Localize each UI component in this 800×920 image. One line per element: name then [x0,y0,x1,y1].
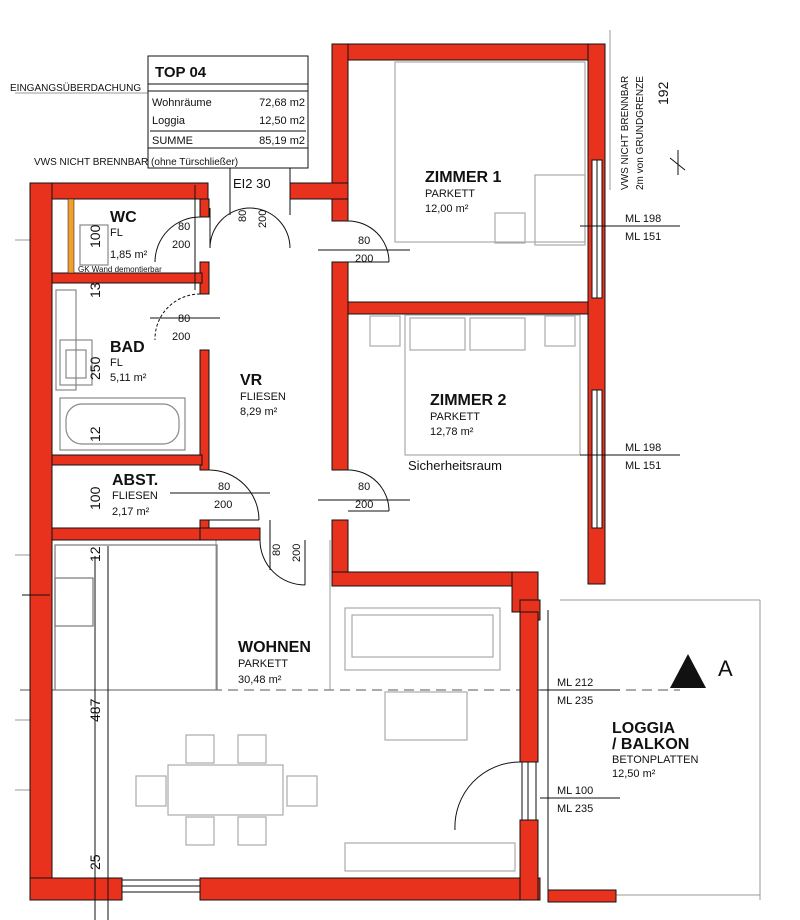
dim-left: 100 [87,224,103,248]
room-zimmer-1: ZIMMER 1 PARKETT 12,00 m² [425,169,502,215]
gk-wall [67,198,75,274]
unit-table-row-label: SUMME [152,135,193,147]
room-name: WOHNEN [238,639,311,656]
dim-left: 487 [87,698,103,722]
room-floor: FLIESEN [112,490,158,502]
unit-table: TOP 04 Wohnräume 72,68 m2 Loggia 12,50 m… [147,55,309,169]
section-marker-label: A [718,656,733,681]
level-label: ML 198 [625,442,661,454]
room-name-2: / BALKON [612,736,689,753]
level-label: ML 151 [625,460,661,472]
room-floor: PARKETT [238,658,288,670]
door-height: 200 [172,239,190,251]
unit-table-row-value: 12,50 m2 [259,115,305,127]
room-area: 5,11 m² [110,372,147,384]
unit-table-row-value: 85,19 m2 [259,135,305,147]
room-wohnen: WOHNEN PARKETT 30,48 m² [238,639,311,686]
door-height: 200 [291,544,303,562]
canopy-note: EINGANGSÜBERDACHUNG [10,82,141,94]
door-width: 80 [237,210,249,222]
unit-table-row-label: Loggia [152,115,186,127]
door-width: 80 [178,313,190,325]
room-floor: FL [110,227,123,239]
door-height: 200 [355,499,373,511]
door-width: 80 [271,544,283,556]
room-loggia: LOGGIA / BALKON BETONPLATTEN 12,50 m² [612,720,698,780]
door-height: 200 [257,210,269,228]
windows [121,159,603,893]
detail-lines [22,150,686,920]
room-area: 12,50 m² [612,768,656,780]
room-note: GK Wand demontierbar [78,265,162,274]
room-floor: PARKETT [425,188,475,200]
room-name: LOGGIA [612,720,676,737]
section-marker-icon [670,654,706,688]
room-note: Sicherheitsraum [408,458,502,473]
level-label: ML 100 [557,785,593,797]
dim-left: 12 [87,546,103,562]
door-width: 80 [358,481,370,493]
room-abst: ABST. FLIESEN 2,17 m² [112,472,158,518]
dim-left: 13 [87,282,103,298]
dim-left: 12 [87,426,103,442]
door-height: 200 [355,253,373,265]
door-height: 200 [214,499,232,511]
room-floor: FLIESEN [240,391,286,403]
entrance-door-rating: EI2 30 [233,176,271,191]
door-height: 200 [172,331,190,343]
room-bad: BAD FL 5,11 m² [110,339,147,384]
room-area: 30,48 m² [238,674,282,686]
room-floor: PARKETT [430,411,480,423]
dim-left: 250 [87,356,103,380]
room-name: WC [110,209,137,226]
room-area: 12,00 m² [425,203,469,215]
doors [154,207,521,831]
unit-table-row-value: 72,68 m2 [259,97,305,109]
door-width: 80 [358,235,370,247]
room-area: 2,17 m² [112,506,150,518]
vws-right-note: VWS NICHT BRENNBAR [620,76,631,190]
room-vr: VR FLIESEN 8,29 m² [240,372,286,418]
dim-192: 192 [655,81,671,105]
unit-table-title: TOP 04 [155,64,207,81]
level-label: ML 151 [625,231,661,243]
level-label: ML 212 [557,677,593,689]
vws-right-note-2: 2m von GRUNDGRENZE [635,76,646,190]
room-zimmer-2: ZIMMER 2 PARKETT 12,78 m² Sicherheitsrau… [408,392,507,473]
room-area: 8,29 m² [240,406,278,418]
level-label: ML 198 [625,213,661,225]
room-floor: BETONPLATTEN [612,754,698,766]
room-name: ZIMMER 2 [430,392,507,409]
room-name: ABST. [112,472,158,489]
dim-left: 25 [87,854,103,870]
door-width: 80 [218,481,230,493]
door-width: 80 [178,221,190,233]
vws-top-note: VWS NICHT BRENNBAR (ohne Türschließer) [34,157,238,168]
room-floor: FL [110,357,123,369]
level-label: ML 235 [557,803,593,815]
furniture [54,61,586,872]
room-name: ZIMMER 1 [425,169,502,186]
level-label: ML 235 [557,695,593,707]
room-area: 12,78 m² [430,426,474,438]
room-wc: WC FL 1,85 m² GK Wand demontierbar [78,209,162,274]
room-name: VR [240,372,263,389]
unit-table-row-label: Wohnräume [152,97,212,109]
dim-left: 100 [87,486,103,510]
walls [29,43,617,903]
room-area: 1,85 m² [110,249,148,261]
room-name: BAD [110,339,145,356]
